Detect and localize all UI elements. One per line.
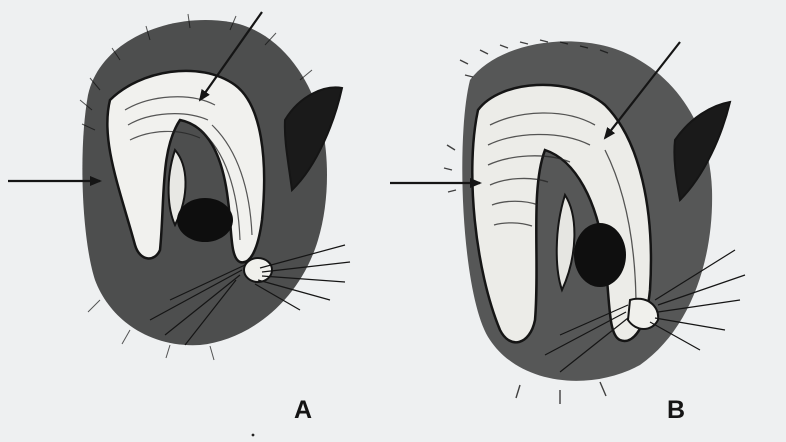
speck: [252, 434, 255, 437]
panel-b-label: B: [667, 398, 685, 423]
panel-a-nose: [244, 258, 272, 282]
panel-b-eye-region: [574, 223, 626, 287]
panel-a-drawing: [8, 12, 350, 360]
panel-a-label: A: [294, 398, 312, 423]
panel-b-drawing: [390, 40, 745, 404]
panel-a-eye-region: [177, 198, 233, 242]
